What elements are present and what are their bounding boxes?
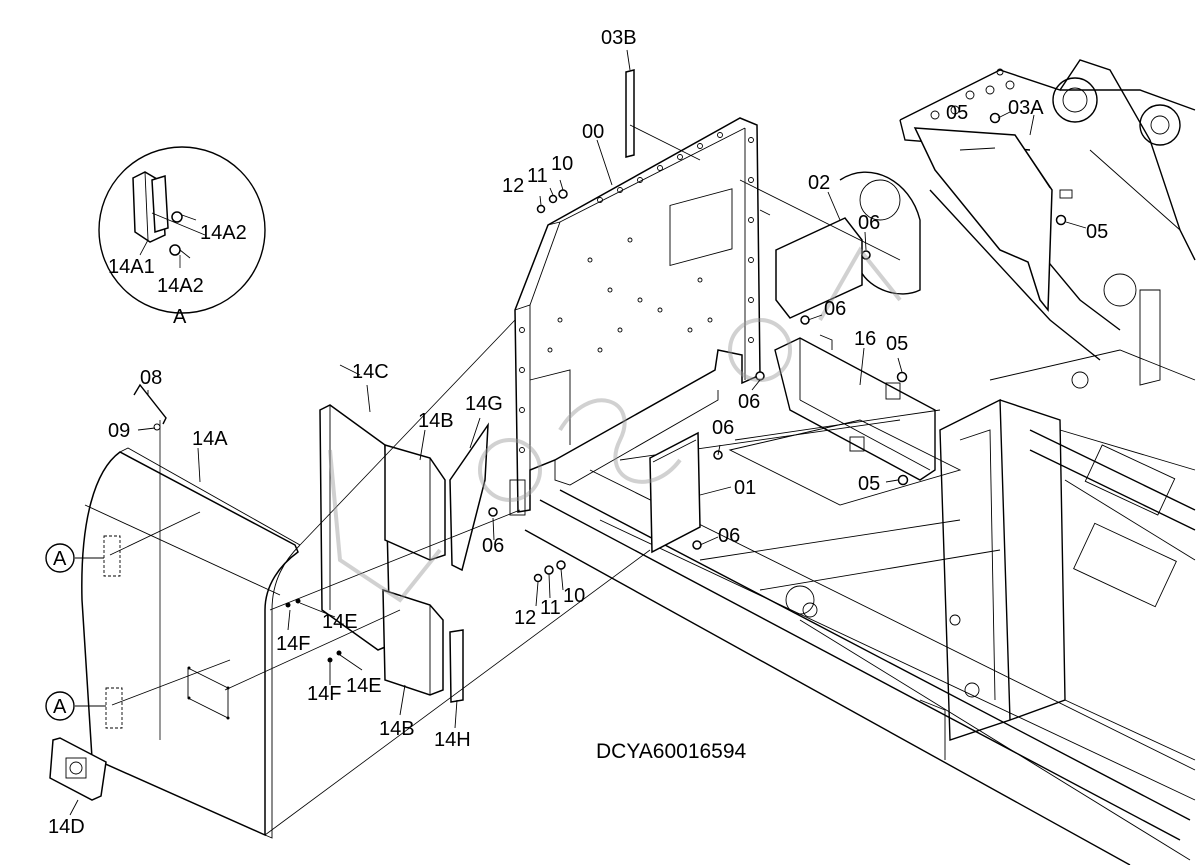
- label-14a2-upper: 14A2: [200, 222, 247, 244]
- marker-a-lower: A: [45, 691, 75, 721]
- assembly-lines: [109, 124, 901, 836]
- plate-01: [649, 431, 701, 554]
- label-06-d: 06: [712, 417, 734, 439]
- label-10-top: 10: [551, 153, 573, 175]
- panel-00: [509, 117, 761, 516]
- bracket-16: [774, 334, 936, 481]
- plate-02: [775, 217, 863, 319]
- label-14h: 14H: [434, 729, 471, 751]
- label-14d: 14D: [48, 816, 85, 838]
- label-06-f: 06: [482, 535, 504, 557]
- label-02: 02: [808, 172, 830, 194]
- document-code: DCYA60016594: [596, 740, 747, 763]
- label-14c: 14C: [352, 361, 389, 383]
- label-14a: 14A: [192, 428, 228, 450]
- label-14e-lower: 14E: [346, 675, 382, 697]
- label-14b-upper: 14B: [418, 410, 454, 432]
- label-14g: 14G: [465, 393, 503, 415]
- label-03b: 03B: [601, 27, 637, 49]
- label-12-bottom: 12: [514, 607, 536, 629]
- callout-labels: 03B 00 12 11 10 02 06 06 16 05 06 06 01 …: [45, 27, 1108, 838]
- svg-text:A: A: [53, 696, 67, 718]
- marker-a-upper: A: [45, 543, 75, 573]
- label-05-c: 05: [858, 473, 880, 495]
- label-12-top: 12: [502, 175, 524, 197]
- fasteners: [488, 112, 1067, 583]
- handle-08: [133, 383, 167, 431]
- label-14f-upper: 14F: [276, 633, 310, 655]
- label-05-a: 05: [946, 102, 968, 124]
- label-detail-view-a: A: [173, 306, 187, 328]
- svg-text:A: A: [53, 548, 67, 570]
- latch-14d: [49, 737, 107, 801]
- label-06-b: 06: [824, 298, 846, 320]
- cover-14a: [81, 447, 301, 839]
- label-14a1: 14A1: [108, 256, 155, 278]
- label-05-d: 05: [1086, 221, 1108, 243]
- clips: [285, 598, 342, 663]
- label-09: 09: [108, 420, 130, 442]
- label-16: 16: [854, 328, 876, 350]
- label-08: 08: [140, 367, 162, 389]
- label-11-bottom: 11: [540, 597, 561, 619]
- label-00: 00: [582, 121, 604, 143]
- pads: [319, 404, 489, 703]
- label-14a2-lower: 14A2: [157, 275, 204, 297]
- label-03a: 03A: [1008, 97, 1044, 119]
- label-06-c: 06: [738, 391, 760, 413]
- label-14f-lower: 14F: [307, 683, 341, 705]
- leader-lines: [69, 49, 1087, 816]
- strip-03b: [625, 69, 635, 158]
- label-14e-upper: 14E: [322, 611, 358, 633]
- panel-00-holes: [519, 132, 754, 453]
- cover-03a: [913, 127, 1073, 313]
- label-14b-lower: 14B: [379, 718, 415, 740]
- label-06-a: 06: [858, 212, 880, 234]
- label-01: 01: [734, 477, 756, 499]
- label-06-e: 06: [718, 525, 740, 547]
- label-11-top: 11: [527, 165, 548, 187]
- label-10-bottom: 10: [563, 585, 585, 607]
- detail-view-a: [98, 146, 266, 314]
- label-05-b: 05: [886, 333, 908, 355]
